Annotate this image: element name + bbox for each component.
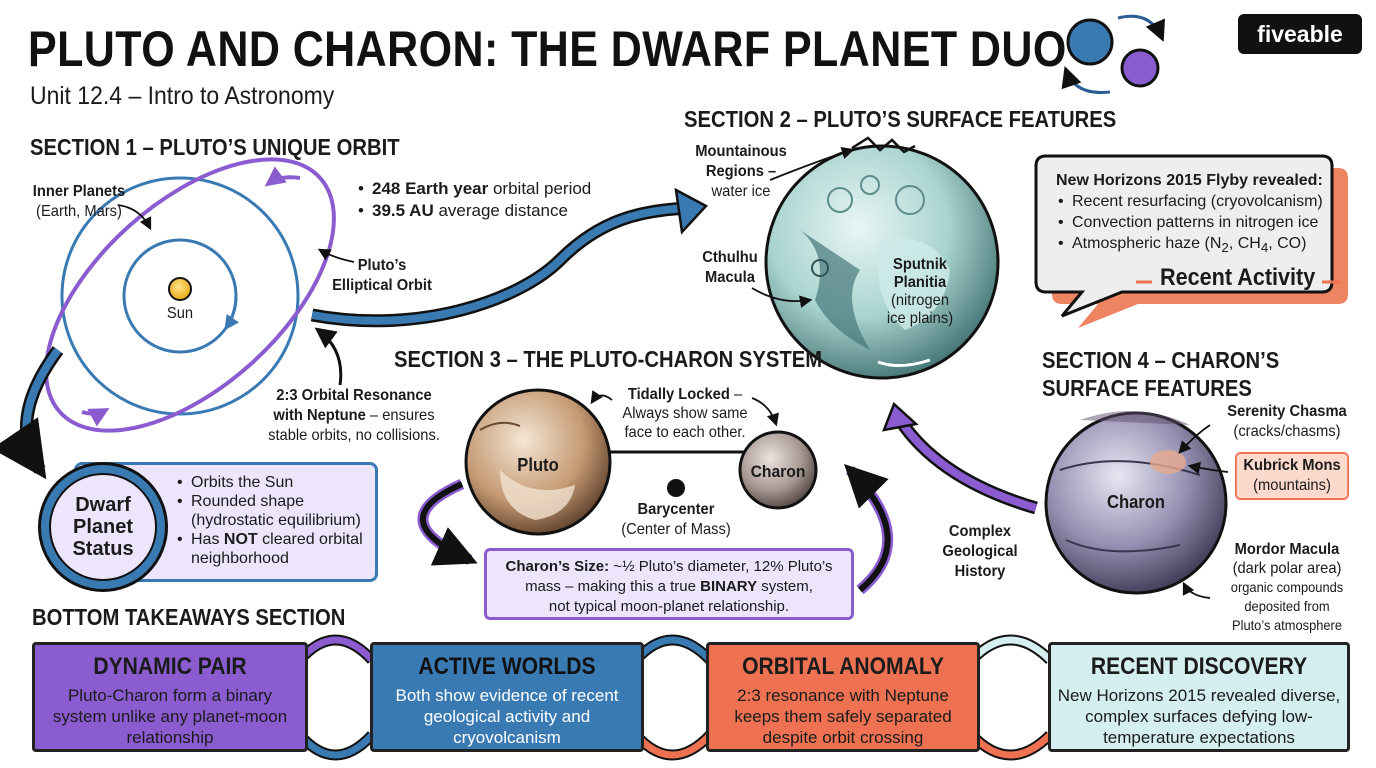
flyby-item: Convection patterns in nitrogen ice xyxy=(1056,212,1326,233)
barycenter-label: Barycenter (Center of Mass) xyxy=(621,501,731,538)
takeaway-title: DYNAMIC PAIR xyxy=(93,653,247,680)
takeaway-text: Pluto-Charon form a binary system unlike… xyxy=(52,686,288,747)
page-title: PLUTO AND CHARON: THE DWARF PLANET DUO xyxy=(28,21,1067,77)
pluto-surface-globe xyxy=(764,136,1000,380)
flyby-bubble: New Horizons 2015 Flyby revealed: Recent… xyxy=(1056,170,1326,258)
fiveable-logo: fiveable xyxy=(1238,14,1362,54)
pluto-orbit-label: Pluto’s Elliptical Orbit xyxy=(332,257,432,294)
mordor-label: Mordor Macula (dark polar area) organic … xyxy=(1230,541,1344,633)
takeaway-title: ACTIVE WORLDS xyxy=(418,653,596,680)
serenity-label: Serenity Chasma (cracks/chasms) xyxy=(1227,403,1347,440)
status-item: Orbits the Sun xyxy=(175,473,375,492)
takeaway-text: 2:3 resonance with Neptune keeps them sa… xyxy=(734,686,952,747)
recent-activity-label: Recent Activity xyxy=(1160,264,1316,291)
section1-heading: SECTION 1 – PLUTO’S UNIQUE ORBIT xyxy=(30,134,400,160)
dwarf-status-badge-inner: Dwarf Planet Status xyxy=(49,473,157,581)
takeaway-text: New Horizons 2015 revealed diverse, comp… xyxy=(1057,686,1341,747)
takeaway-card-orbital-anomaly: ORBITAL ANOMALY 2:3 resonance with Neptu… xyxy=(706,642,980,752)
orbit-fact-distance: 39.5 AU average distance xyxy=(356,200,606,222)
takeaway-card-active-worlds: ACTIVE WORLDS Both show evidence of rece… xyxy=(370,642,644,752)
takeaway-card-recent-discovery: RECENT DISCOVERY New Horizons 2015 revea… xyxy=(1048,642,1350,752)
takeaway-title: ORBITAL ANOMALY xyxy=(742,653,944,680)
mountain-label: Mountainous Regions – water ice xyxy=(695,143,787,200)
resonance-label: 2:3 Orbital Resonance with Neptune – ens… xyxy=(268,387,440,444)
pluto-charon-swap-icon xyxy=(1061,14,1166,95)
section4-heading: SECTION 4 – CHARON’S SURFACE FEATURES xyxy=(1042,347,1280,401)
dwarf-status-badge: Dwarf Planet Status xyxy=(38,462,168,592)
charon-s4-label: Charon xyxy=(1107,492,1165,512)
dwarf-status-list: Orbits the Sun Rounded shape (hydrostati… xyxy=(175,473,375,568)
sun-icon xyxy=(168,277,192,301)
pluto-charon-system xyxy=(464,388,818,536)
pluto-label: Pluto xyxy=(517,455,559,475)
flyby-item: Recent resurfacing (cryovolcanism) xyxy=(1056,191,1326,212)
takeaways-heading: BOTTOM TAKEAWAYS SECTION xyxy=(32,604,346,630)
page-subtitle: Unit 12.4 – Intro to Astronomy xyxy=(30,82,335,110)
orbit-diagram xyxy=(44,157,355,433)
sun-label: Sun xyxy=(166,305,194,322)
charon-size-box: Charon’s Size: ~½ Pluto’s diameter, 12% … xyxy=(484,548,854,620)
inner-planets-title: Inner Planets xyxy=(32,183,126,200)
section3-heading: SECTION 3 – THE PLUTO-CHARON SYSTEM xyxy=(394,346,823,372)
cthulhu-label: Cthulhu Macula xyxy=(702,249,758,286)
flyby-list: Recent resurfacing (cryovolcanism) Conve… xyxy=(1056,191,1326,258)
inner-planets-sub: (Earth, Mars) xyxy=(36,203,122,220)
status-item: Has NOT cleared orbital neighborhood xyxy=(175,530,375,568)
section2-heading: SECTION 2 – PLUTO’S SURFACE FEATURES xyxy=(684,106,1117,132)
charon-label: Charon xyxy=(750,462,806,481)
orbit-facts: 248 Earth year orbital period 39.5 AU av… xyxy=(356,178,606,222)
barycenter-dot-icon xyxy=(667,479,685,497)
kubrick-label: Kubrick Mons (mountains) xyxy=(1234,452,1350,500)
orbit-fact-period: 248 Earth year orbital period xyxy=(356,178,606,200)
complex-history-label: Complex Geological History xyxy=(942,523,1018,580)
tidally-locked-label: Tidally Locked – Always show same face t… xyxy=(622,386,748,441)
flyby-heading: New Horizons 2015 Flyby revealed: xyxy=(1056,172,1323,189)
status-item: Rounded shape (hydrostatic equilibrium) xyxy=(175,492,375,530)
sputnik-label: Sputnik Planitia (nitrogen ice plains) xyxy=(886,256,954,327)
takeaway-card-dynamic-pair: DYNAMIC PAIR Pluto-Charon form a binary … xyxy=(32,642,308,752)
flyby-item: Atmospheric haze (N2, CH4, CO) xyxy=(1056,233,1326,258)
takeaway-title: RECENT DISCOVERY xyxy=(1090,653,1308,680)
takeaway-text: Both show evidence of recent geological … xyxy=(395,686,619,747)
charon-surface-globe xyxy=(1044,411,1229,599)
inner-planets-label: Inner Planets (Earth, Mars) xyxy=(19,182,139,222)
